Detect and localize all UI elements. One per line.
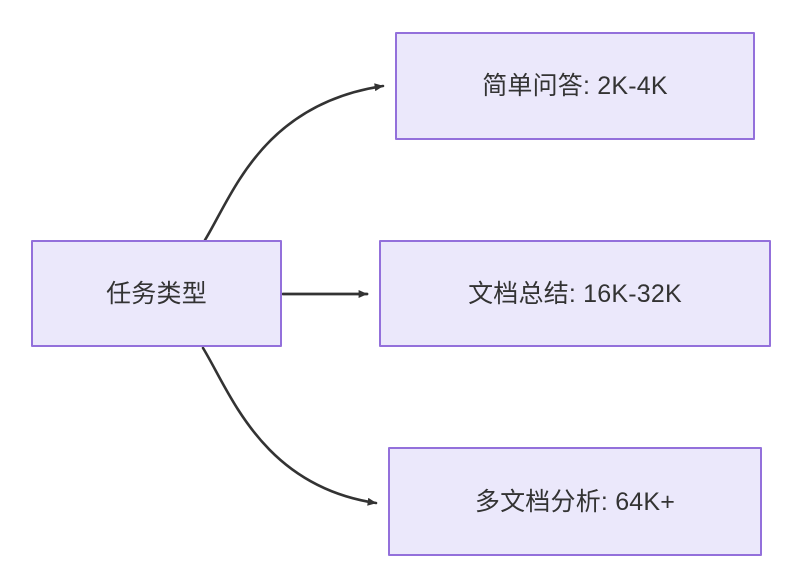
edge-source-to-simple	[203, 83, 385, 242]
node-multi-document-analysis[interactable]: 多文档分析: 64K+	[388, 447, 762, 556]
node-label: 任务类型	[106, 279, 207, 308]
edge-source-to-multidoc	[201, 346, 378, 506]
node-label: 多文档分析: 64K+	[474, 487, 676, 516]
node-label: 文档总结: 16K-32K	[468, 279, 682, 308]
node-label: 简单问答: 2K-4K	[482, 72, 668, 100]
node-document-summary[interactable]: 文档总结: 16K-32K	[379, 240, 771, 347]
node-simple-qa[interactable]: 简单问答: 2K-4K	[395, 32, 755, 140]
node-task-type[interactable]: 任务类型	[31, 240, 282, 347]
